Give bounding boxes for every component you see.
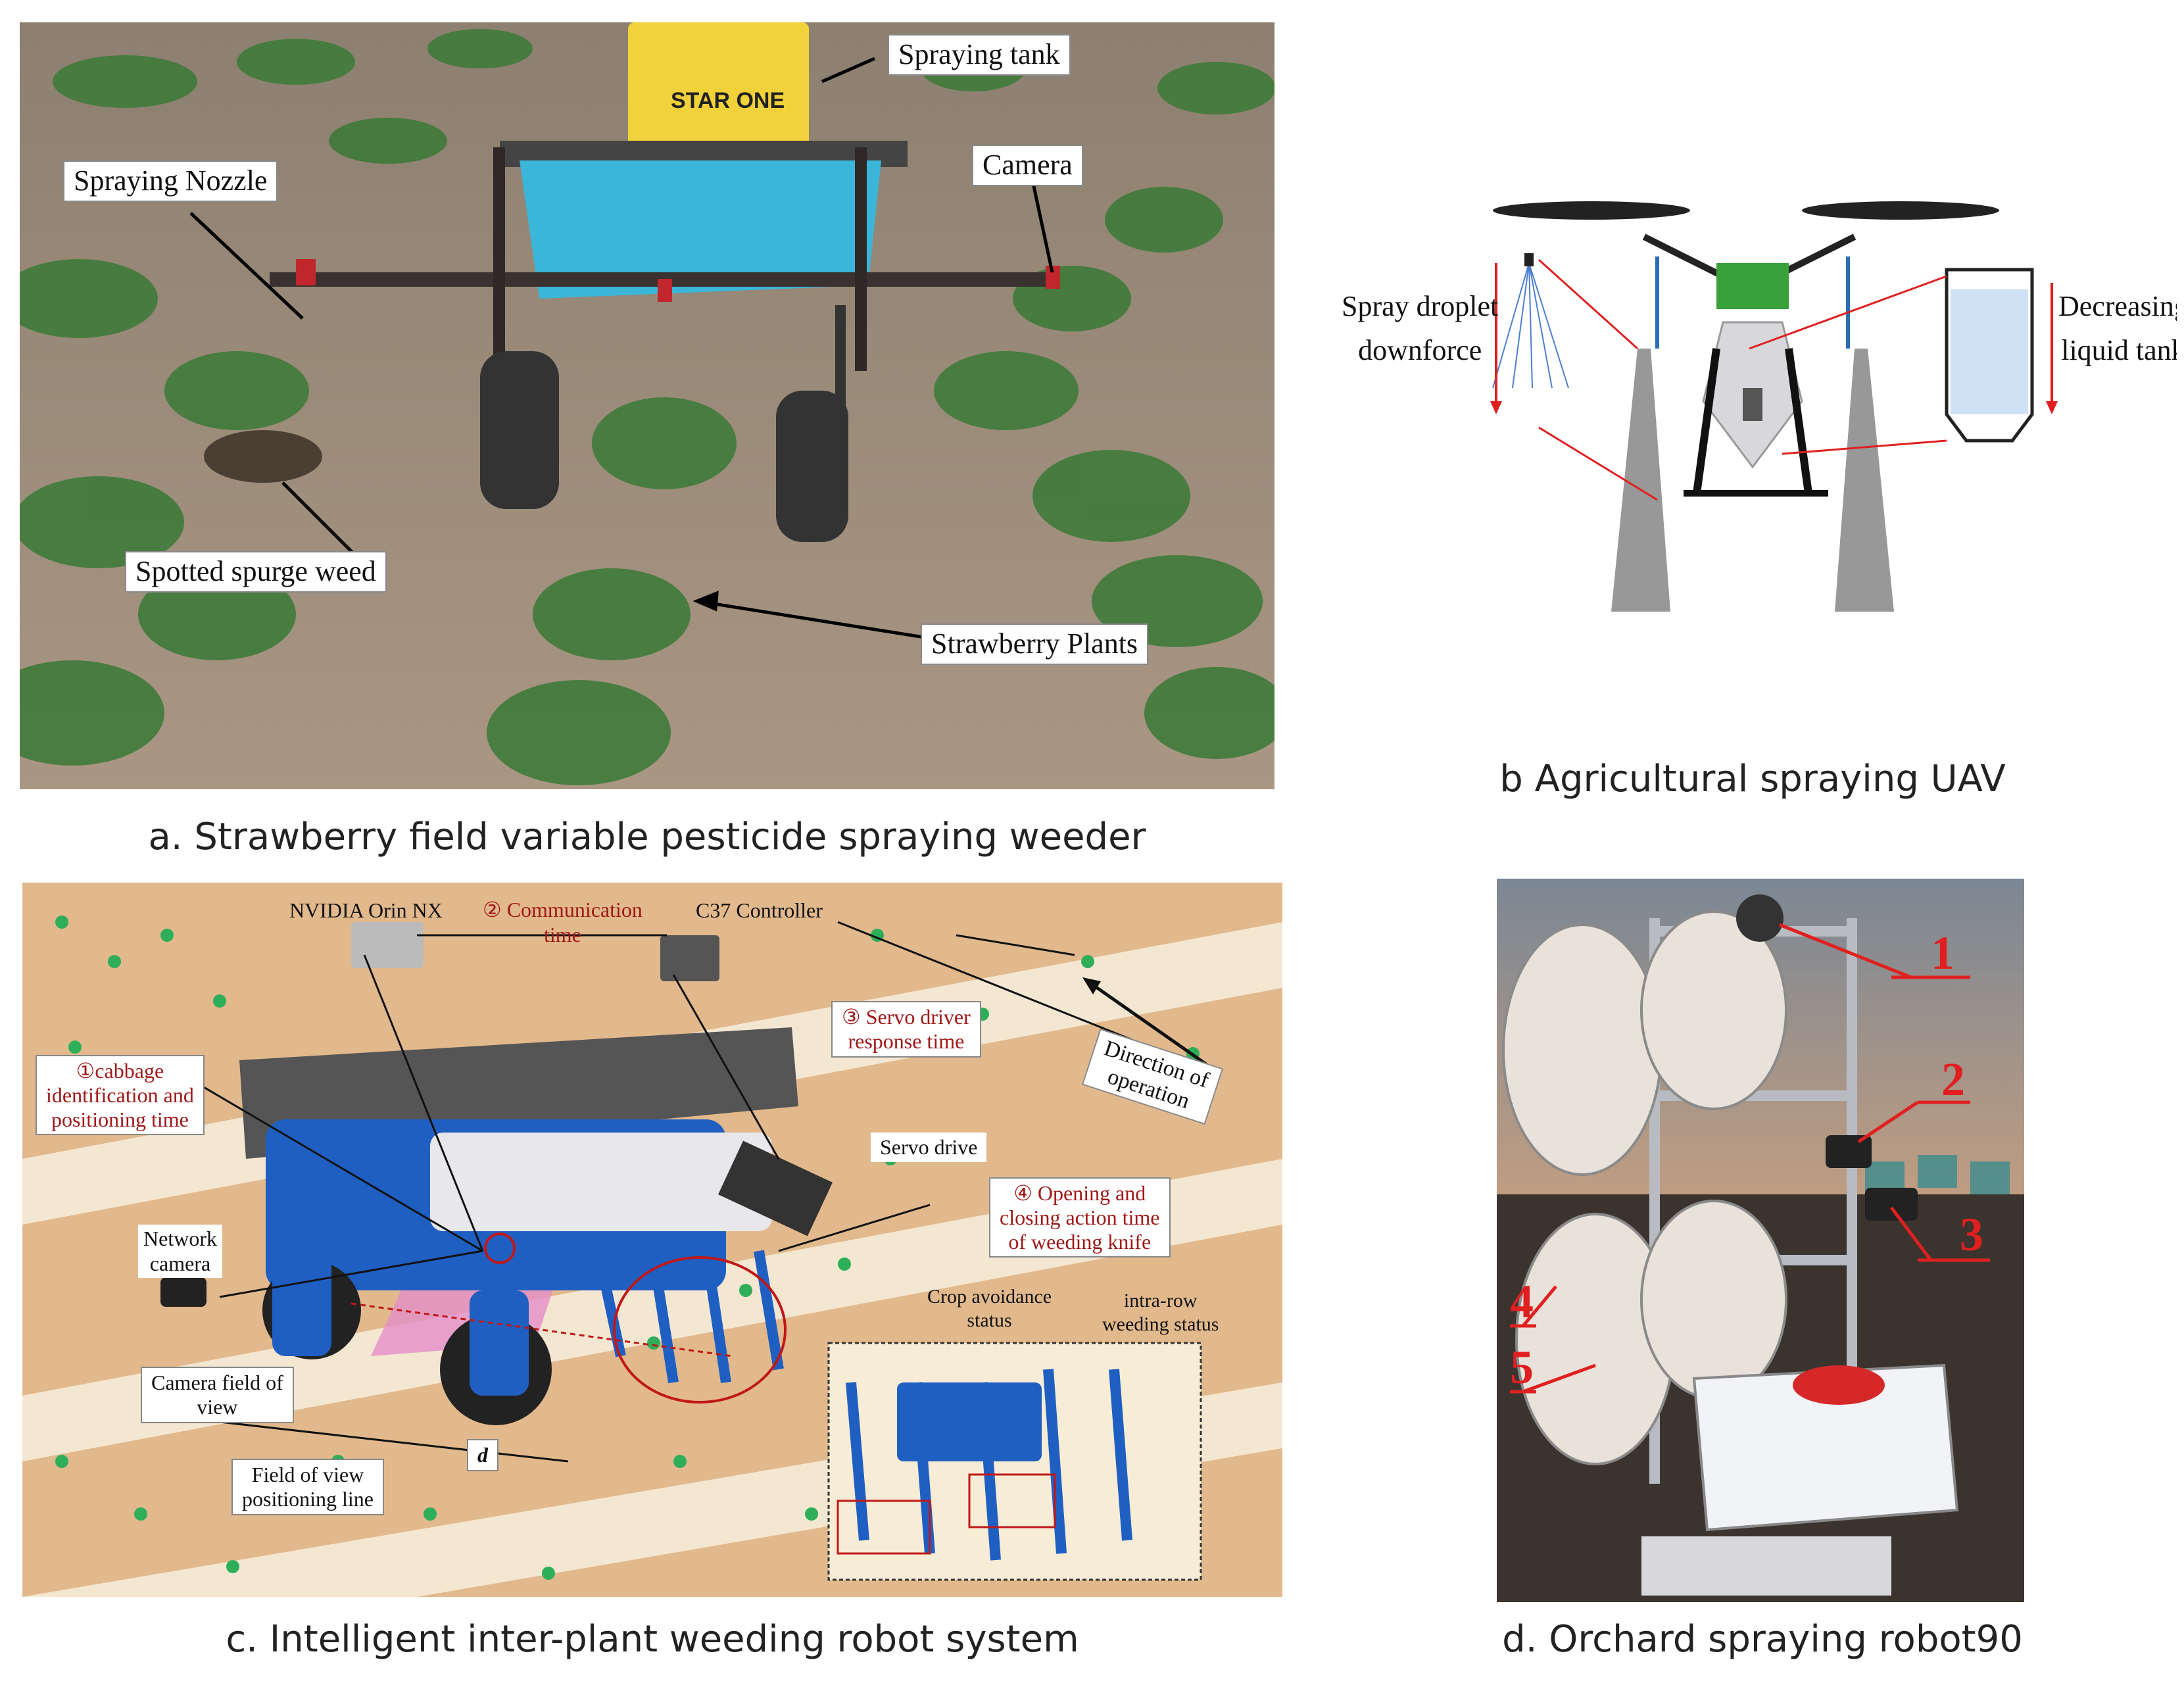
panel-c-render: NVIDIA Orin NX ② Communication time C37 …	[22, 883, 1282, 1597]
network-line1: Network	[143, 1227, 217, 1250]
cabbage-line1: ①cabbage	[76, 1059, 164, 1083]
number-label-4: 4	[1510, 1275, 1534, 1328]
panel-d-scene	[1497, 879, 2024, 1602]
opening-line2: closing action time	[1000, 1205, 1160, 1229]
spray-droplet-line1: Spray droplet	[1342, 290, 1499, 322]
camera-module	[1865, 1188, 1918, 1221]
panel-b-diagram: Spray droplet downforce Decreasing liqui…	[1328, 151, 2177, 638]
number-label-2: 2	[1941, 1053, 1965, 1106]
label-fov-positioning: Field of view positioning line	[231, 1459, 384, 1515]
caption-panel-d: d. Orchard spraying robot90	[1502, 1618, 2023, 1661]
number-label-1: 1	[1931, 927, 1954, 979]
decreasing-line1: Decreasing	[2058, 290, 2177, 322]
fan-ducts	[1502, 910, 1787, 1465]
number-label-5: 5	[1510, 1341, 1534, 1394]
spray-plumes	[1611, 349, 1894, 612]
network-camera	[160, 1277, 206, 1307]
label-crop-avoidance: Crop avoidance status	[927, 1285, 1052, 1332]
spray-droplet-line2: downforce	[1358, 333, 1482, 366]
label-communication-time: ② Communication time	[483, 897, 643, 948]
number-leaders	[1510, 923, 1990, 1394]
caption-panel-a: a. Strawberry field variable pesticide s…	[148, 816, 1146, 858]
label-spray-droplet: Spray droplet downforce	[1342, 289, 1498, 368]
label-spotted-spurge-weed: Spotted spurge weed	[125, 551, 387, 593]
uav-drawing	[1490, 201, 2058, 612]
weeder-robot: STAR ONE	[270, 22, 1060, 542]
label-cabbage-identification: ①cabbage identification and positioning …	[36, 1055, 205, 1136]
fov-line2: positioning line	[242, 1486, 374, 1511]
callout-lines	[1538, 258, 1947, 501]
label-camera: Camera	[972, 145, 1083, 186]
droplet-cone	[1492, 262, 1569, 389]
comm-line2: time	[544, 923, 581, 947]
opening-line3: of weeding knife	[1008, 1229, 1152, 1254]
strawberry-rows	[20, 29, 1274, 785]
opening-line1: ④ Opening and	[1013, 1181, 1146, 1205]
propeller-left	[1493, 201, 1690, 220]
number-label-3: 3	[1960, 1208, 1983, 1261]
gps-antenna	[1736, 894, 1784, 942]
uav-body	[1716, 263, 1789, 309]
camera-fov-line1: Camera field of	[151, 1371, 283, 1394]
label-c37: C37 Controller	[696, 898, 823, 922]
panel-c-pointers	[180, 921, 1134, 1298]
tank-cap	[1793, 1365, 1885, 1405]
knife-highlight	[613, 1256, 787, 1404]
lidar	[1826, 1135, 1872, 1168]
label-decreasing-tank: Decreasing liquid tank	[2058, 289, 2177, 368]
cabbage-line2: identification and	[46, 1083, 194, 1107]
c37-controller	[660, 935, 719, 981]
caption-panel-c: c. Intelligent inter-plant weeding robot…	[226, 1618, 1079, 1661]
label-distance-d: d	[467, 1439, 498, 1471]
servo-drive-box	[718, 1140, 833, 1236]
servo-resp-line1: ③ Servo driver	[842, 1005, 971, 1029]
propeller-right	[1802, 201, 1999, 220]
label-intra-row: intra-row weeding status	[1102, 1289, 1219, 1336]
servo-resp-line2: response time	[848, 1029, 965, 1053]
comm-line1: ② Communication	[483, 898, 643, 921]
decreasing-line2: liquid tank	[2061, 333, 2177, 366]
label-spraying-tank: Spraying tank	[888, 34, 1071, 76]
seedlings	[55, 916, 1200, 1580]
camera-fov-line2: view	[197, 1394, 238, 1419]
panel-d-photo: 1 2 3 4 5	[1497, 879, 2024, 1602]
tank-brand: STAR ONE	[671, 88, 785, 113]
label-servo-drive: Servo drive	[871, 1133, 987, 1162]
label-opening-closing: ④ Opening and closing action time of wee…	[989, 1177, 1171, 1258]
label-camera-fov: Camera field of view	[141, 1367, 294, 1423]
label-strawberry-plants: Strawberry Plants	[921, 623, 1149, 665]
label-network-camera: Network camera	[138, 1225, 222, 1278]
fov-line1: Field of view	[251, 1463, 364, 1486]
panel-a-photo: STAR ONE Spraying tank Camera Spraying N…	[20, 22, 1274, 789]
crop-line1: Crop avoidance	[927, 1286, 1052, 1307]
nvidia-unit	[351, 922, 424, 968]
cabbage-line3: positioning time	[51, 1107, 189, 1131]
caption-panel-b: b Agricultural spraying UAV	[1499, 758, 2006, 800]
chassis	[1641, 1536, 1891, 1596]
network-line2: camera	[149, 1252, 211, 1276]
intra-line2: weeding status	[1102, 1313, 1219, 1335]
label-spraying-nozzle: Spraying Nozzle	[63, 160, 278, 202]
intra-line1: intra-row	[1123, 1290, 1198, 1311]
crop-line2: status	[967, 1309, 1012, 1331]
panel-a-scene: STAR ONE	[20, 22, 1274, 789]
label-nvidia: NVIDIA Orin NX	[289, 898, 443, 922]
panel-a-pointers	[189, 57, 1054, 639]
weed-patch	[204, 430, 322, 483]
label-servo-response: ③ Servo driver response time	[831, 1001, 981, 1058]
